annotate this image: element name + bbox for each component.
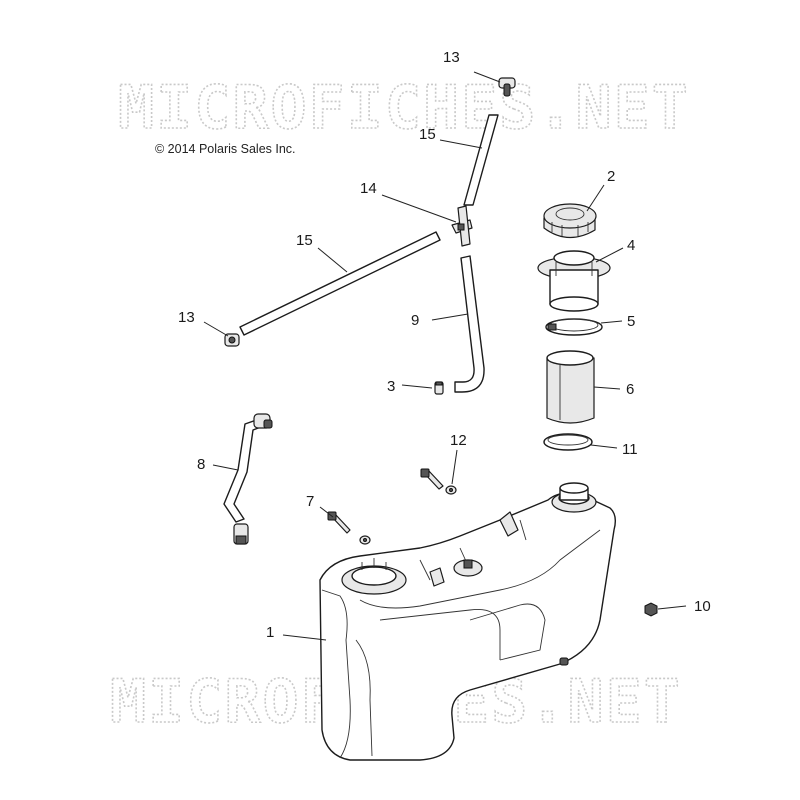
leader-13-top bbox=[473, 71, 501, 83]
part-6-filler-hose bbox=[546, 350, 595, 424]
part-4-filler-neck bbox=[537, 250, 611, 312]
leader-3 bbox=[401, 384, 433, 389]
callout-6: 6 bbox=[626, 381, 634, 398]
part-7-bolt-washer bbox=[327, 511, 371, 545]
watermark-top: MICROFICHES.NET bbox=[118, 73, 690, 143]
copyright-text: © 2014 Polaris Sales Inc. bbox=[155, 142, 296, 156]
callout-14: 14 bbox=[360, 180, 377, 197]
callout-1: 1 bbox=[266, 624, 274, 641]
leader-14 bbox=[381, 194, 457, 223]
leader-15-left bbox=[317, 247, 348, 273]
part-12-bolt-washer bbox=[420, 468, 457, 495]
leader-10 bbox=[657, 605, 687, 610]
part-1-fuel-tank bbox=[319, 482, 617, 761]
part-14-tee-connector bbox=[451, 205, 473, 247]
part-2-fuel-cap bbox=[543, 203, 597, 239]
leader-8 bbox=[212, 464, 239, 471]
callout-13-left: 13 bbox=[178, 309, 195, 326]
callout-11: 11 bbox=[622, 441, 638, 458]
callout-12: 12 bbox=[450, 432, 467, 449]
leader-5 bbox=[600, 320, 623, 324]
callout-5: 5 bbox=[627, 313, 635, 330]
part-13-vent-valve-top bbox=[498, 77, 516, 97]
part-9-bent-hose bbox=[454, 255, 485, 393]
part-10-nut bbox=[644, 602, 658, 617]
part-3-plug bbox=[434, 381, 444, 395]
part-15-vent-hose-left bbox=[239, 231, 441, 336]
callout-15-top: 15 bbox=[419, 126, 436, 143]
callout-2: 2 bbox=[607, 168, 615, 185]
leader-7 bbox=[319, 506, 334, 518]
part-11-hose-clamp bbox=[543, 433, 593, 451]
leader-9 bbox=[431, 313, 469, 321]
leader-4 bbox=[595, 247, 624, 263]
leader-1 bbox=[282, 634, 327, 641]
callout-13-top: 13 bbox=[443, 49, 460, 66]
leader-11 bbox=[590, 444, 618, 449]
callout-7: 7 bbox=[306, 493, 314, 510]
callout-10: 10 bbox=[694, 598, 711, 615]
leader-2 bbox=[586, 184, 605, 212]
part-5-hose-clamp bbox=[545, 318, 603, 336]
callout-4: 4 bbox=[627, 237, 635, 254]
callout-8: 8 bbox=[197, 456, 205, 473]
part-15-vent-hose-top bbox=[463, 114, 499, 206]
callout-15-left: 15 bbox=[296, 232, 313, 249]
callout-3: 3 bbox=[387, 378, 395, 395]
leader-12 bbox=[451, 449, 458, 485]
part-8-vent-tube-assembly bbox=[223, 413, 273, 545]
leader-15-top bbox=[439, 139, 483, 149]
callout-9: 9 bbox=[411, 312, 419, 329]
leader-13-left bbox=[203, 321, 229, 337]
part-13-vent-valve-left bbox=[224, 333, 240, 347]
leader-6 bbox=[593, 386, 621, 390]
